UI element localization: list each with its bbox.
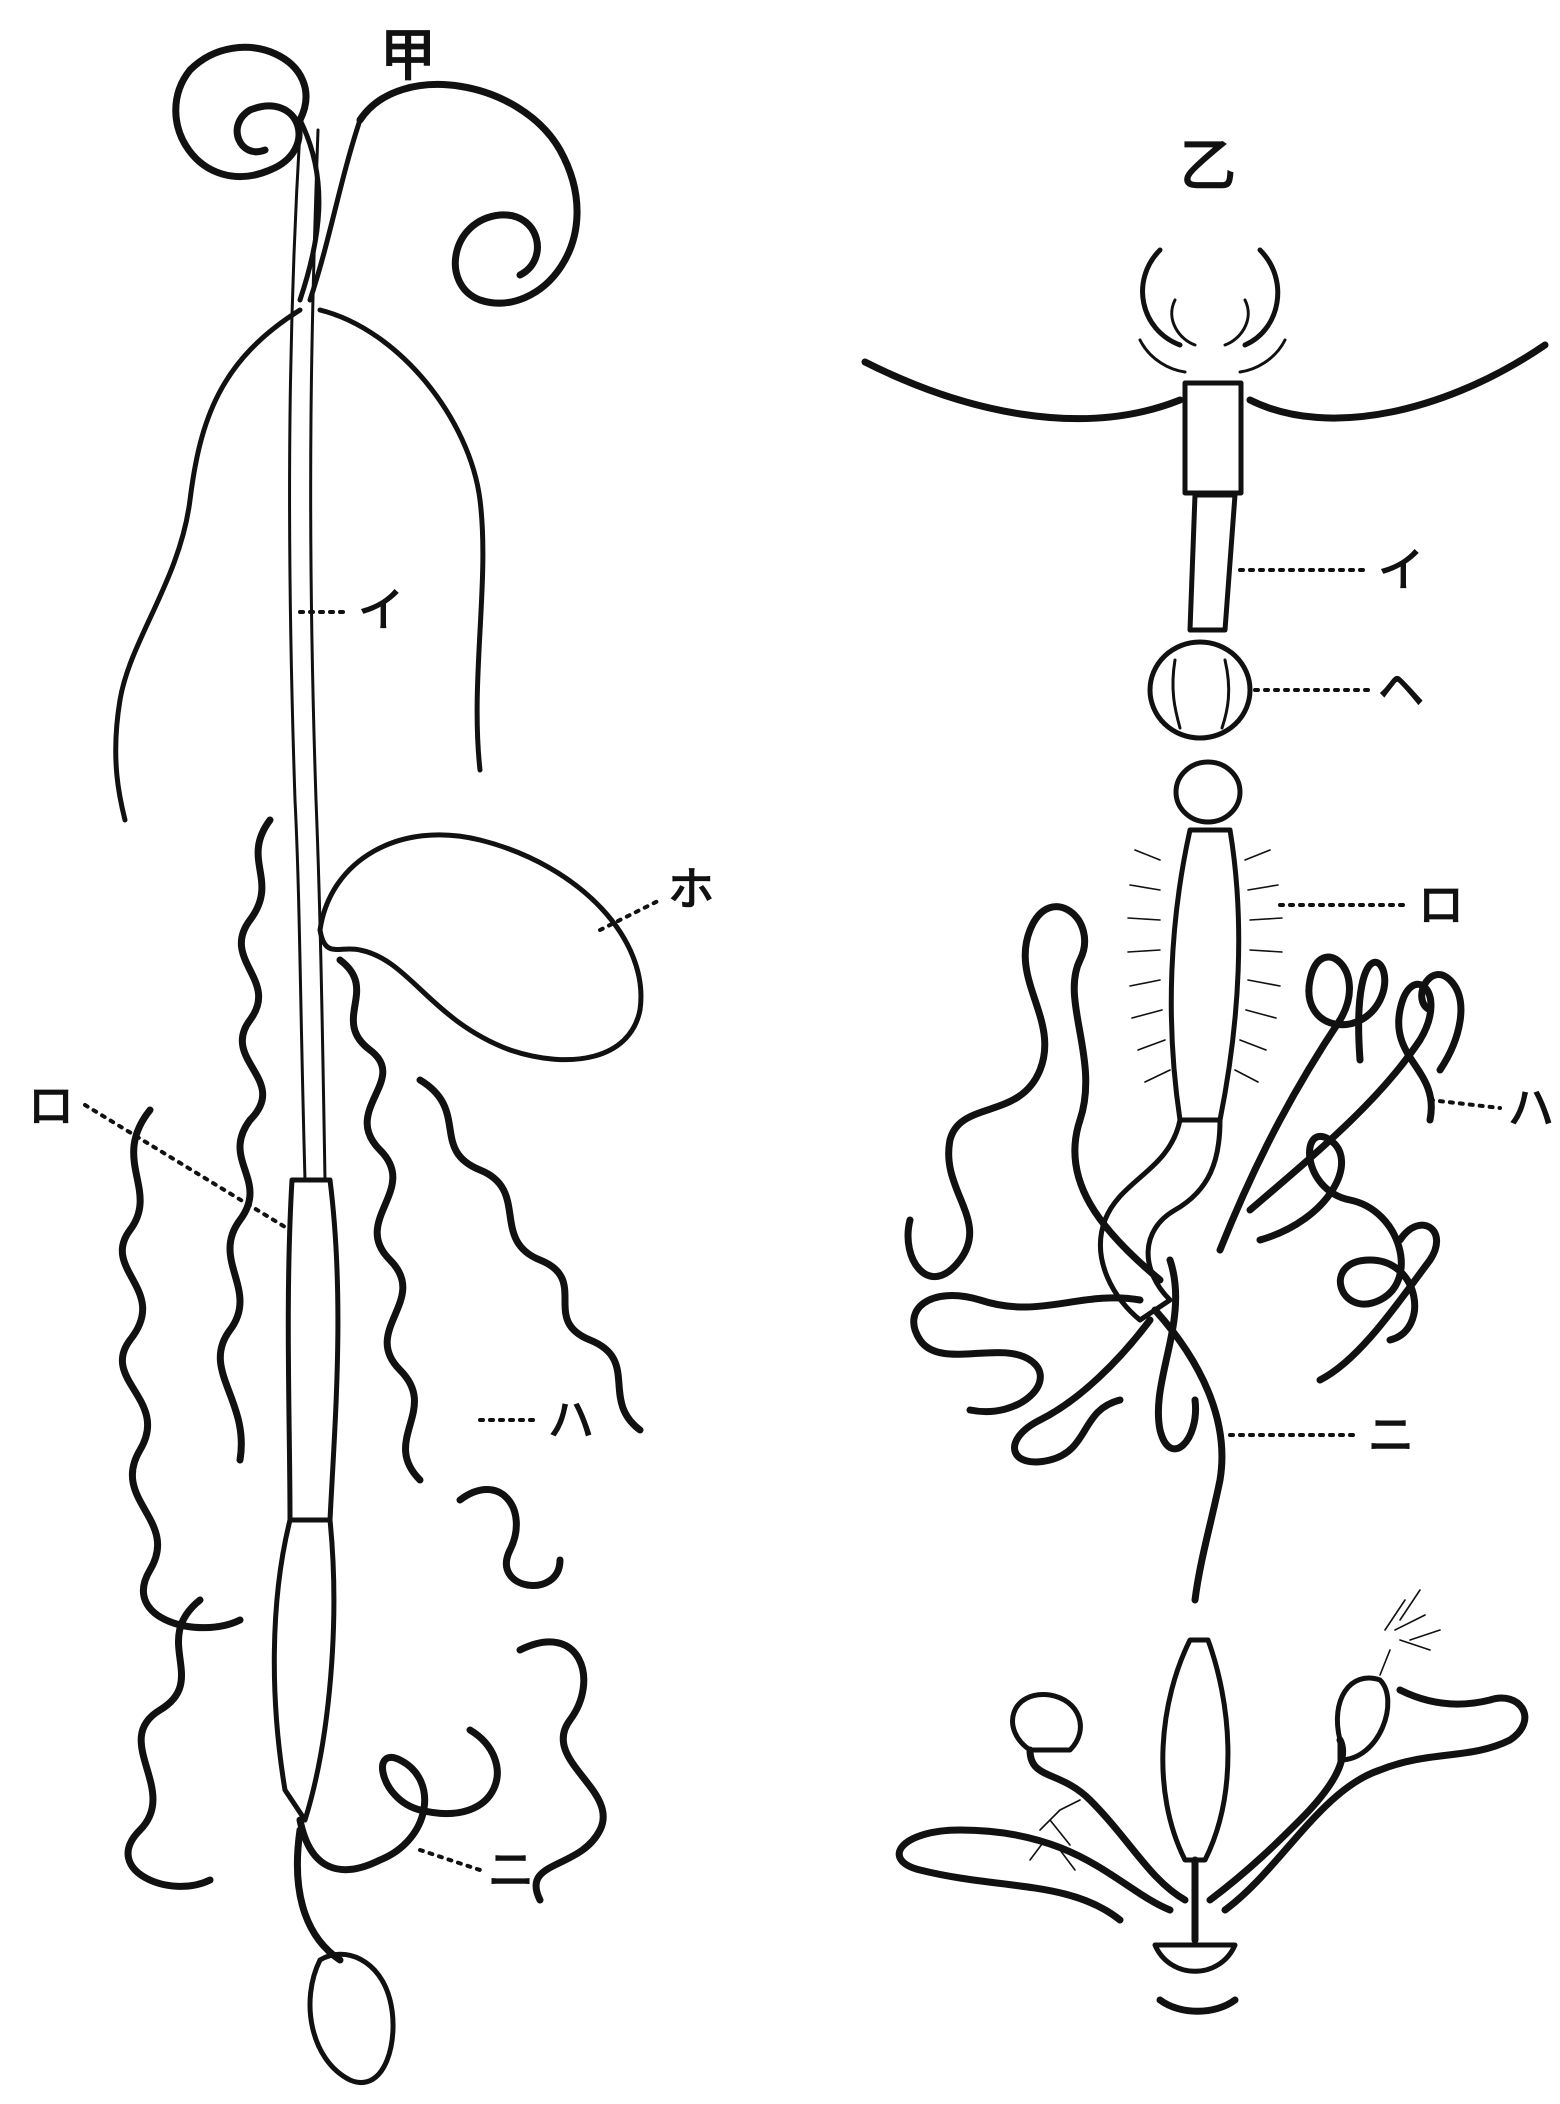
left-crop	[288, 1180, 338, 1520]
right-label-ha: ハ	[1430, 1081, 1554, 1135]
left-antennae	[116, 47, 577, 820]
svg-text:ハ: ハ	[548, 1393, 594, 1447]
left-malpighian-tubules	[122, 820, 640, 1900]
left-figure-title: 甲	[380, 23, 436, 89]
right-figure-title: 乙	[1180, 133, 1236, 199]
left-midgut	[274, 1520, 334, 1820]
right-crop	[1171, 830, 1238, 1120]
left-rectum	[310, 1954, 393, 2082]
right-mouthparts	[1140, 250, 1285, 493]
svg-text:ロ: ロ	[28, 1079, 74, 1133]
svg-text:イ: イ	[358, 583, 404, 637]
svg-text:ホ: ホ	[668, 862, 714, 916]
svg-text:ヘ: ヘ	[1378, 663, 1424, 717]
left-alimentary-canal	[274, 130, 497, 2083]
left-gland-ho	[320, 835, 641, 1060]
right-label-ro: ロ	[1280, 878, 1464, 932]
right-label-i: イ	[1240, 543, 1424, 597]
svg-text:ニ: ニ	[488, 1843, 534, 1897]
svg-text:ロ: ロ	[1418, 878, 1464, 932]
right-label-he: ヘ	[1255, 663, 1424, 717]
svg-text:ニ: ニ	[1368, 1408, 1414, 1462]
left-label-i: イ	[300, 583, 404, 637]
svg-text:ハ: ハ	[1508, 1081, 1554, 1135]
figure-right: 乙 イ ヘ ロ ハ ニ	[865, 133, 1554, 2011]
right-malpighian-tubules	[908, 907, 1461, 1462]
svg-text:イ: イ	[1378, 543, 1424, 597]
left-label-ni: ニ	[420, 1843, 534, 1897]
figure-left: 甲 イ ホ ロ ハ ニ	[28, 23, 714, 2083]
right-label-ni: ニ	[1230, 1408, 1414, 1462]
right-gland-he	[1150, 642, 1250, 738]
left-label-ho: ホ	[600, 862, 714, 930]
right-accessory-glands	[899, 1590, 1525, 1920]
left-label-ha: ハ	[480, 1393, 594, 1447]
right-rectum	[1163, 1640, 1228, 1860]
